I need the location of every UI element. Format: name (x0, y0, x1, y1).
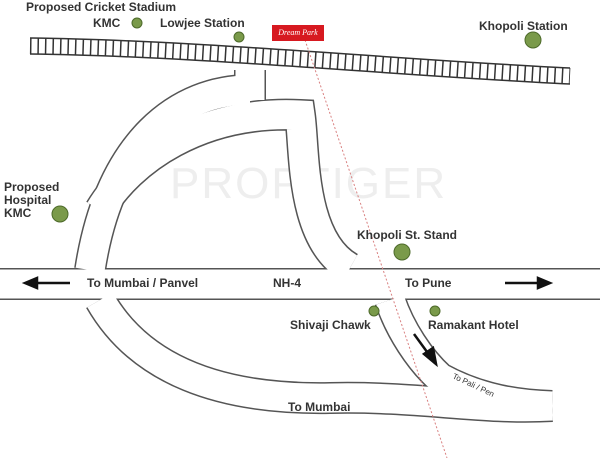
nh4-label: NH-4 (273, 276, 302, 290)
ramakant-label: Ramakant Hotel (428, 318, 519, 332)
markers (51, 17, 542, 317)
cricket-stadium-label: Proposed Cricket Stadium (26, 0, 177, 14)
shivaji-marker (368, 305, 380, 317)
to-mumbai-panvel-label: To Mumbai / Panvel (87, 276, 199, 290)
route-line (304, 39, 448, 458)
roads (0, 70, 600, 423)
railway (29, 37, 571, 85)
lowjee-label: Lowjee Station (160, 16, 245, 30)
hospital-label: Proposed Hospital KMC (4, 180, 60, 220)
khopoli-station-marker (524, 31, 542, 49)
st-stand-label: Khopoli St. Stand (357, 228, 457, 242)
shivaji-label: Shivaji Chawk (290, 318, 371, 332)
kmc-marker (131, 17, 143, 29)
direction-arrows (21, 276, 554, 368)
st-stand-marker (393, 243, 411, 261)
ramakant-marker (429, 305, 441, 317)
lowjee-marker (233, 31, 245, 43)
hospital-marker (51, 205, 69, 223)
to-pune-label: To Pune (405, 276, 452, 290)
khopoli-station-label: Khopoli Station (479, 19, 568, 33)
to-mumbai-label: To Mumbai (288, 400, 351, 414)
project-marker: Dream Park (272, 25, 324, 41)
kmc-label: KMC (93, 16, 121, 30)
